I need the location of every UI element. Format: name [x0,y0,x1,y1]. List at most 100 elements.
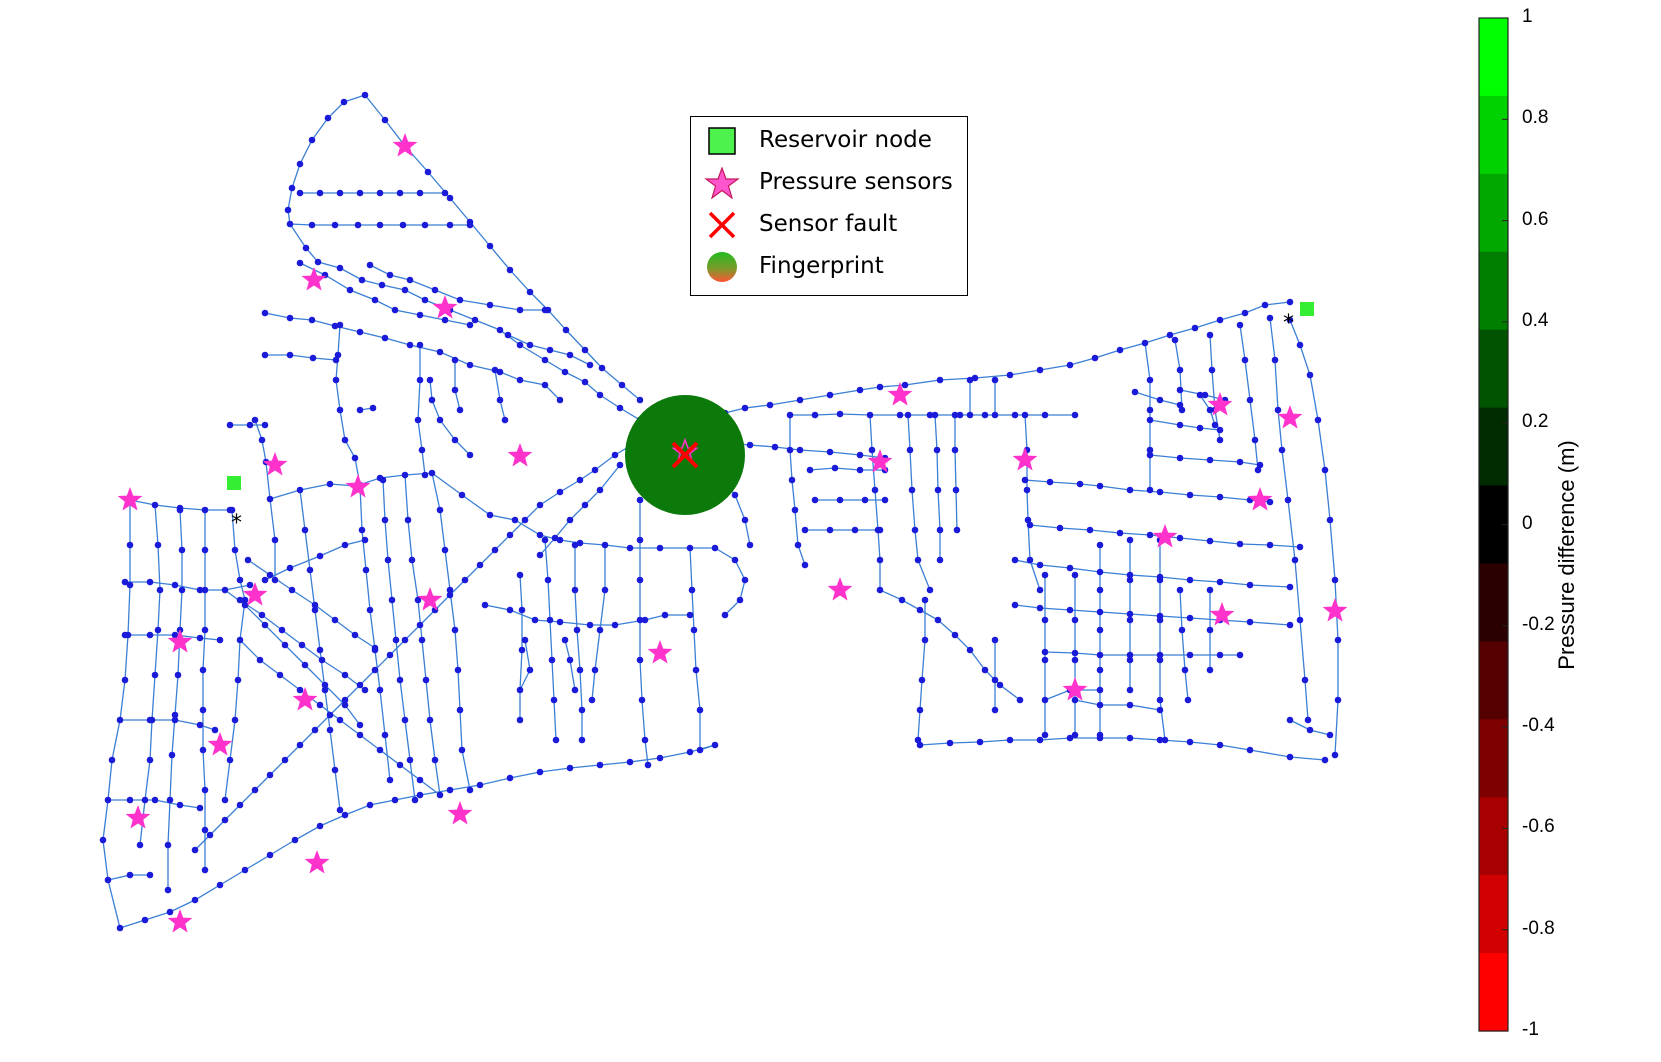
junction-node [1261,301,1269,309]
junction-node [1021,476,1029,484]
junction-node [861,496,869,504]
junction-node [786,446,794,454]
junction-node [921,596,929,604]
colorbar-tick-label: 0 [1522,512,1533,534]
junction-node [126,871,134,879]
junction-node [516,341,524,349]
junction-node [1086,526,1094,534]
junction-node [1334,636,1342,644]
junction-node [196,634,204,642]
junction-node [1066,606,1074,614]
junction-node [228,506,236,514]
junction-node [516,376,524,384]
junction-node [1291,556,1299,564]
junction-node [1206,331,1214,339]
junction-node [346,286,354,294]
junction-node [199,746,207,754]
junction-node [246,581,254,589]
junction-node [1041,696,1049,704]
junction-node [196,586,204,594]
pipe-segment [369,264,545,311]
junction-node [1334,696,1342,704]
junction-node [286,314,294,322]
junction-node [266,851,274,859]
junction-node [1096,568,1104,576]
junction-node [201,786,209,794]
junction-node [1284,496,1292,504]
junction-node [516,571,524,579]
legend-item-reservoir: Reservoir node [691,121,967,161]
junction-node [456,406,464,414]
junction-node [1041,656,1049,664]
junction-node [1041,648,1049,656]
colorbar-tick-label: 0.6 [1522,208,1549,230]
junction-node [446,221,454,229]
junction-node [548,656,556,664]
junction-node [1216,493,1224,501]
junction-node [1186,491,1194,499]
junction-node [536,501,544,509]
junction-node [516,716,524,724]
junction-node [851,526,859,534]
junction-node [1071,411,1079,419]
junction-node [1096,608,1104,616]
junction-node [616,404,624,412]
junction-node [416,311,424,319]
junction-node [361,686,369,694]
junction-node [1216,426,1224,434]
junction-node [591,666,599,674]
junction-node [616,461,624,469]
junction-node [788,476,796,484]
colorbar-tick-label: 0.4 [1522,309,1549,331]
junction-node [636,576,644,584]
junction-node [311,726,319,734]
junction-node [302,244,310,252]
junction-node [871,486,879,494]
junction-node [211,726,219,734]
junction-node [896,411,904,419]
junction-node [1256,461,1264,469]
junction-node [611,451,619,459]
junction-node [1286,753,1294,761]
pressure-sensor-star [117,487,143,511]
junction-node [1146,416,1154,424]
junction-node [446,586,454,594]
junction-node [174,671,182,679]
pipe-segment [809,467,885,471]
junction-node [541,536,549,544]
junction-node [261,309,269,317]
junction-node [1036,561,1044,569]
junction-node [146,871,154,879]
junction-node [1041,731,1049,739]
pressure-sensor-star [1277,405,1303,429]
junction-node [1026,556,1034,564]
junction-node [1181,666,1189,674]
junction-node [176,506,184,514]
junction-node [644,761,652,769]
junction-node [801,561,809,569]
junction-node [836,410,844,418]
junction-node [1176,401,1184,409]
junction-node [146,578,154,586]
pipe-segment [954,415,958,531]
colorbar-tick-label: 1 [1522,6,1533,27]
colorbar-tick-label: -0.4 [1522,715,1555,737]
junction-node [486,242,494,250]
junction-node [1156,736,1164,744]
junction-node [596,761,604,769]
junction-node [1296,543,1304,551]
colorbar-tick-label: 0.8 [1522,107,1549,129]
junction-node [376,189,384,197]
pipe-segment [102,500,131,929]
junction-node [401,471,409,479]
junction-node [236,801,244,809]
junction-node [1076,480,1084,488]
junction-node [288,184,296,192]
junction-node [316,189,324,197]
junction-node [991,376,999,384]
junction-node [151,671,159,679]
junction-node [1046,478,1054,486]
junction-node [178,586,186,594]
junction-node [1196,391,1204,399]
junction-node [1156,651,1164,659]
